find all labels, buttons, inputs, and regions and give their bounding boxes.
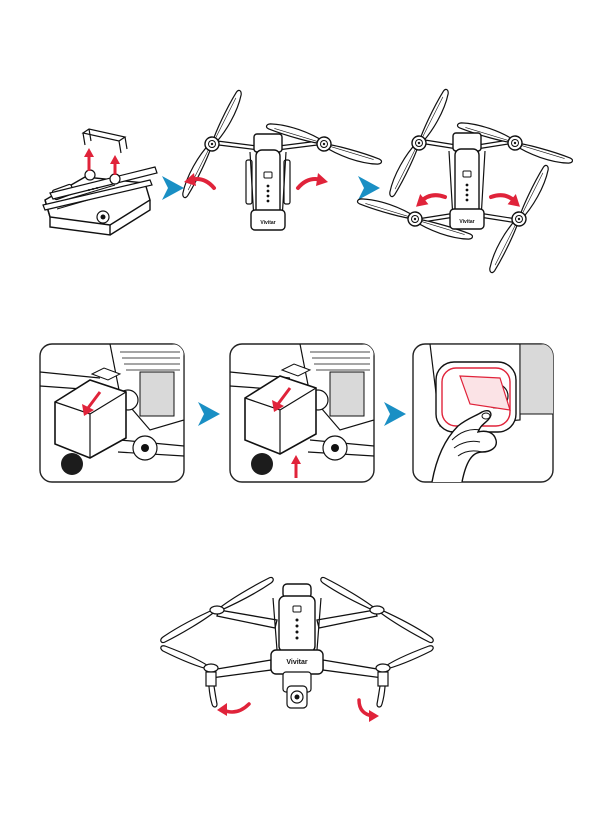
arrow-up-icon [110,155,120,175]
drone-all-arms-open-illustration: Vivitar [357,89,578,274]
brand-logo: Vivitar [260,220,275,226]
step-arrow-icon [358,176,380,200]
rotate-arrow-icon [298,173,328,188]
brand-logo: Vivitar [286,659,308,666]
step-arrow-icon [162,176,184,200]
section-unfold-arms: Vivitar Vivitar [43,89,577,274]
rotate-arrow-icon [491,184,524,212]
drone-front-view-illustration: Vivitar [161,577,433,722]
arrow-up-icon [84,148,94,171]
step-arrow-icon [198,402,220,426]
section-unfold-propellers: Vivitar [161,577,433,722]
panel-step-1 [40,344,184,482]
step-arrow-icon [384,402,406,426]
panel-step-2 [230,344,374,482]
step-number-marker [251,453,273,475]
step-number-marker [61,453,83,475]
folded-drone-illustration [43,129,157,235]
section-remove-gimbal-cover [40,344,556,482]
rotate-arrow-icon [217,703,249,716]
panel-step-3 [413,344,556,482]
drone-front-arms-open-illustration: Vivitar [154,90,383,230]
brand-logo: Vivitar [459,219,474,225]
rotate-arrow-icon [412,184,445,212]
rotate-arrow-icon [359,700,379,722]
